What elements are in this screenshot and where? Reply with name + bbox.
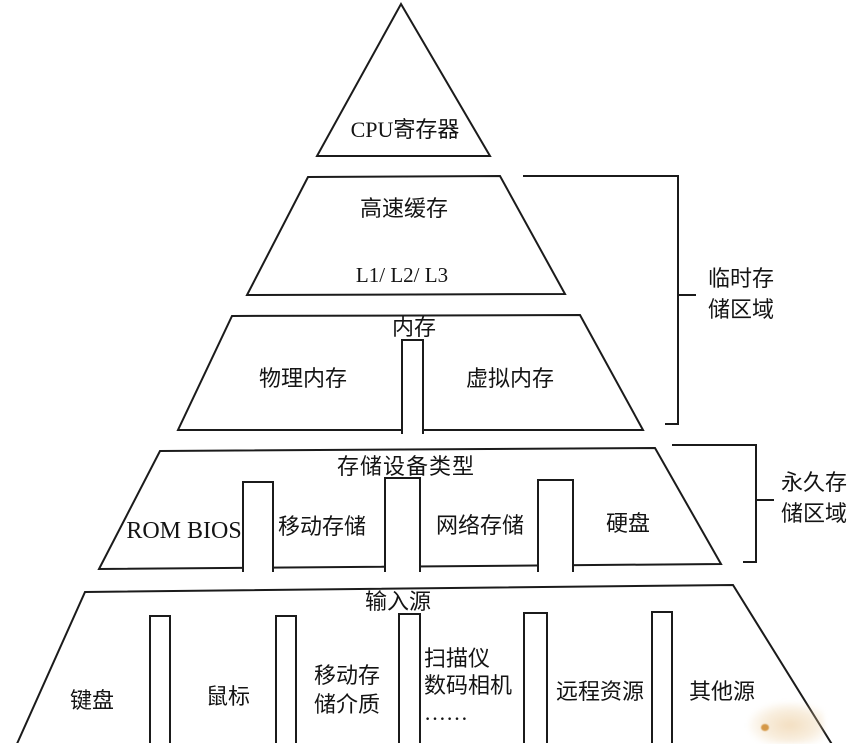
level4-divider-slot-2 — [384, 477, 421, 572]
level5-divider-slot-2 — [275, 615, 297, 743]
cache-levels-label: L1/ L2/ L3 — [355, 263, 449, 287]
scanner-line: 扫描仪 — [424, 646, 491, 671]
permanent-storage-line1: 永久存 — [781, 470, 848, 495]
input-source-label: 输入源 — [364, 589, 431, 614]
camera-line: 数码相机 — [424, 673, 513, 698]
keyboard-label: 键盘 — [69, 688, 114, 713]
remote-resources-label: 远程资源 — [555, 679, 644, 704]
cpu-register-label: CPU寄存器 — [350, 117, 460, 142]
permanent-storage-line2: 储区域 — [781, 501, 848, 526]
temporary-storage-area-label: 临时存 储区域 — [708, 263, 798, 325]
rom-bios-label: ROM BIOS — [126, 518, 242, 544]
level4-divider-slot-1 — [242, 481, 274, 572]
physical-memory-label: 物理内存 — [258, 366, 347, 391]
level4-divider-slot-3 — [537, 479, 574, 572]
other-sources-label: 其他源 — [688, 679, 755, 704]
cache-label: 高速缓存 — [359, 196, 448, 221]
temporary-storage-bracket — [523, 175, 696, 425]
removable-media-label: 移动存 储介质 — [287, 661, 407, 719]
level2-cache-shape — [245, 174, 567, 297]
permanent-storage-bracket — [672, 444, 774, 563]
permanent-storage-area-label: 永久存 储区域 — [781, 467, 850, 529]
temporary-storage-line1: 临时存 — [708, 266, 775, 291]
level1-cpu-register-shape — [315, 1, 492, 157]
level5-divider-slot-3 — [398, 613, 421, 743]
memory-label: 内存 — [391, 315, 436, 340]
network-storage-label: 网络存储 — [435, 513, 524, 538]
level5-divider-slot-4 — [523, 612, 548, 743]
level3-divider-slot — [401, 339, 424, 434]
level5-divider-slot-5 — [651, 611, 673, 743]
removable-media-line1: 移动存 — [313, 663, 380, 688]
mouse-label: 鼠标 — [205, 684, 250, 709]
scanner-camera-label: 扫描仪 数码相机 …… — [424, 645, 554, 726]
level5-divider-slot-1 — [149, 615, 171, 743]
temporary-storage-line2: 储区域 — [708, 297, 775, 322]
virtual-memory-label: 虚拟内存 — [465, 366, 554, 391]
ellipsis-line: …… — [424, 700, 468, 725]
removable-media-line2: 储介质 — [313, 692, 380, 717]
level5-input-sources-shape — [16, 583, 833, 743]
removable-storage-label: 移动存储 — [277, 514, 366, 539]
hard-disk-label: 硬盘 — [605, 511, 650, 536]
storage-device-type-label: 存储设备类型 — [336, 454, 475, 479]
